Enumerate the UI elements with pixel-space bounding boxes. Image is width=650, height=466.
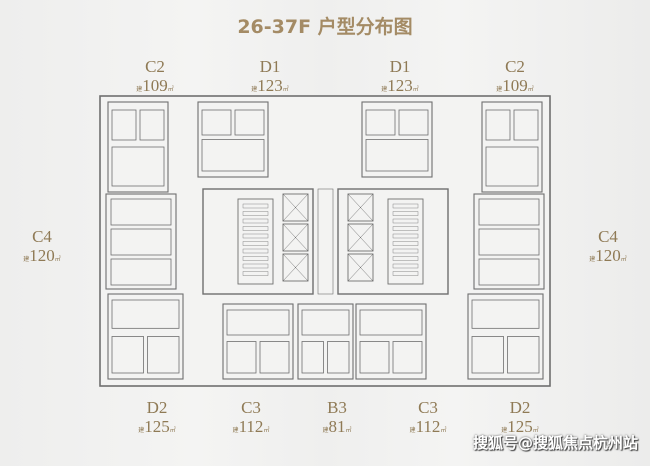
room	[471, 299, 540, 329]
floor-plan-drawing	[99, 95, 551, 387]
room	[365, 109, 396, 136]
room	[110, 258, 172, 286]
apartment-unit	[222, 303, 294, 380]
stair-step	[392, 211, 419, 216]
elevator-cross	[347, 193, 374, 222]
building-outline	[99, 95, 551, 387]
stair-step	[242, 226, 269, 231]
watermark: 搜狐号@搜狐焦点杭州站	[472, 434, 638, 452]
apartment-unit	[361, 101, 433, 178]
elevator-shaft	[282, 223, 309, 252]
core-left	[202, 188, 314, 295]
apartment-unit	[481, 101, 543, 193]
room	[201, 139, 265, 172]
stair-step	[392, 226, 419, 231]
room	[478, 228, 540, 256]
stair-step	[392, 271, 419, 276]
room	[234, 109, 265, 136]
stair-step	[392, 256, 419, 261]
stair-step	[242, 248, 269, 254]
room	[110, 198, 172, 226]
stair-step	[242, 271, 269, 276]
room	[471, 336, 504, 374]
elevator-cross	[347, 253, 374, 282]
room	[359, 341, 390, 374]
stairwell	[387, 198, 424, 285]
stair-step	[242, 203, 269, 209]
stair-step	[242, 218, 269, 224]
apartment-unit	[197, 101, 269, 178]
stair-step	[242, 211, 269, 216]
elevator-cross	[282, 223, 309, 252]
room	[478, 258, 540, 286]
stair-step	[392, 203, 419, 209]
room	[327, 341, 350, 374]
apartment-unit	[105, 193, 177, 290]
stair-step	[392, 248, 419, 254]
elevator-shaft	[347, 223, 374, 252]
room	[365, 139, 429, 172]
apartment-unit	[355, 303, 427, 380]
corridor	[317, 188, 334, 295]
core-right	[337, 188, 449, 295]
elevator-cross	[282, 253, 309, 282]
room	[478, 198, 540, 226]
room	[111, 146, 165, 187]
room	[485, 146, 539, 187]
room	[139, 109, 165, 141]
stair-step	[392, 241, 419, 246]
room	[301, 341, 324, 374]
stair-step	[392, 263, 419, 269]
room	[392, 341, 423, 374]
stair-step	[392, 218, 419, 224]
stair-step	[242, 241, 269, 246]
room	[226, 341, 257, 374]
stairwell	[237, 198, 274, 285]
apartment-unit	[107, 293, 184, 380]
elevator-shaft	[347, 253, 374, 282]
apartment-unit	[467, 293, 544, 380]
stair-step	[242, 256, 269, 261]
room	[110, 228, 172, 256]
room	[226, 309, 290, 336]
room	[485, 109, 511, 141]
stair-step	[242, 233, 269, 239]
elevator-shaft	[282, 253, 309, 282]
stair-step	[392, 233, 419, 239]
elevator-cross	[282, 193, 309, 222]
room	[513, 109, 539, 141]
apartment-unit	[297, 303, 354, 380]
apartment-unit	[473, 193, 545, 290]
room	[201, 109, 232, 136]
room	[301, 309, 350, 336]
elevator-shaft	[347, 193, 374, 222]
room	[111, 299, 180, 329]
stair-step	[242, 263, 269, 269]
room	[259, 341, 290, 374]
room	[507, 336, 540, 374]
room	[398, 109, 429, 136]
room	[111, 336, 144, 374]
elevator-shaft	[282, 193, 309, 222]
page-title: 26-37F 户型分布图	[237, 16, 413, 38]
elevator-cross	[347, 223, 374, 252]
room	[359, 309, 423, 336]
room	[111, 109, 137, 141]
room	[147, 336, 180, 374]
apartment-unit	[107, 101, 169, 193]
